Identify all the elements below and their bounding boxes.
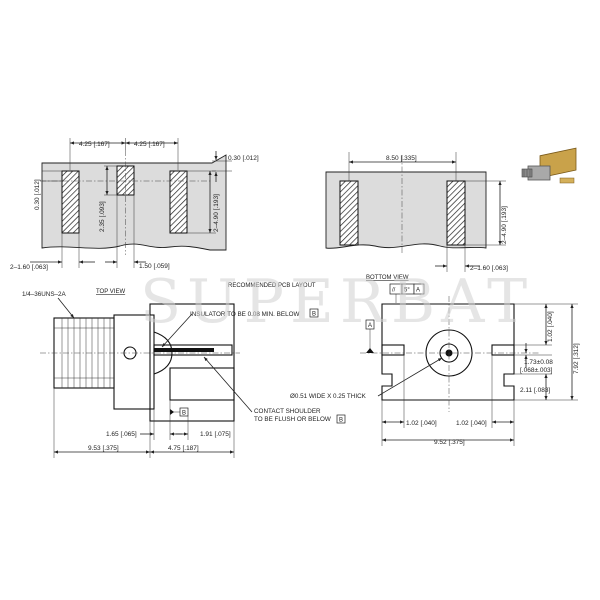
- connector-photo-icon: [521, 147, 577, 184]
- pin-note: Ø0.51 WIDE X 0.25 THICK: [290, 393, 367, 400]
- dim-clearance-left: 0.30 [.012]: [34, 179, 41, 210]
- thread-lines: [54, 318, 114, 388]
- fcf-symbol: //: [392, 288, 396, 294]
- pad-right: [169, 170, 188, 234]
- dim-right-pad-length: 2–4.90 [.193]: [501, 206, 508, 244]
- dim-952: 9.52 [.375]: [434, 439, 465, 446]
- dim-102-left: 1.02 [.040]: [406, 420, 437, 427]
- bottom-view-title: BOTTOM VIEW: [366, 275, 409, 281]
- fcf-value: 5°: [404, 288, 410, 294]
- dim-pitch-left: 4.25 [.167]: [79, 141, 110, 148]
- insulator-datum: B: [312, 312, 316, 318]
- dim-102-right: 1.02 [.040]: [456, 420, 487, 427]
- insulator-note: INSULATOR TO BE 0.08 MIN. BELOW: [190, 311, 299, 318]
- contact-note-2: TO BE FLUSH OR BELOW: [254, 416, 331, 423]
- dim-475: 4.75 [.187]: [168, 445, 199, 452]
- dim-right-pad-width: 2–1.60 [.063]: [470, 265, 508, 272]
- fcf-datum: A: [416, 288, 420, 294]
- pad-left: [61, 170, 80, 234]
- thread-label: 1/4–36UNS–2A: [22, 291, 67, 298]
- dim-clearance: 0.30 [.012]: [228, 155, 259, 162]
- dim-102-vert: 1.02 [.040]: [547, 311, 554, 342]
- dim-792: 7.92 [.312]: [573, 343, 580, 374]
- dim-211: 2.11 [.083]: [520, 387, 550, 394]
- pad-right-b: [446, 180, 466, 246]
- dim-173: 1.73±0.08: [524, 359, 553, 366]
- top-view-title: TOP VIEW: [96, 289, 125, 295]
- dim-173-in: [.068±.003]: [520, 367, 553, 374]
- dim-right-pitch: 8.50 [.335]: [386, 155, 417, 162]
- dim-pad-width: 2–1.60 [.063]: [10, 264, 48, 271]
- pcb-layout-left: 4.25 [.167] 4.25 [.167] 0.30 [.012] 0.30…: [10, 138, 259, 271]
- dim-pitch-right: 4.25 [.167]: [134, 141, 165, 148]
- contact-note-1: CONTACT SHOULDER: [254, 408, 321, 415]
- dim-191: 1.91 [.075]: [200, 431, 231, 438]
- pcb-layout-title: RECOMMENDED PCB LAYOUT: [228, 283, 316, 289]
- dim-953: 9.53 [.375]: [88, 445, 119, 452]
- datum-a: A: [368, 323, 372, 329]
- dim-center-pad: 1.50 [.059]: [139, 263, 170, 270]
- dim-pad-height: 2.35 [.093]: [99, 201, 106, 232]
- bottom-view: // 5° A A Ø0.51 WIDE X 0.25 THICK 7.92 […: [290, 283, 580, 446]
- watermark: SUPERBAT: [140, 267, 533, 337]
- contact-datum: B: [339, 418, 343, 424]
- dim-pad-length: 2–4.90 [.193]: [213, 194, 220, 232]
- pad-right-a: [339, 180, 359, 246]
- top-view: 1/4–36UNS–2A INSULATOR TO BE 0.08 MIN. B…: [22, 291, 346, 458]
- pcb-board-right: [325, 171, 487, 249]
- dim-165: 1.65 [.065]: [106, 431, 137, 438]
- datum-b-flag: B: [182, 411, 186, 417]
- pcb-layout-right: 8.50 [.335] 2–4.90 [.193] 2–1.60 [.063]: [325, 152, 508, 272]
